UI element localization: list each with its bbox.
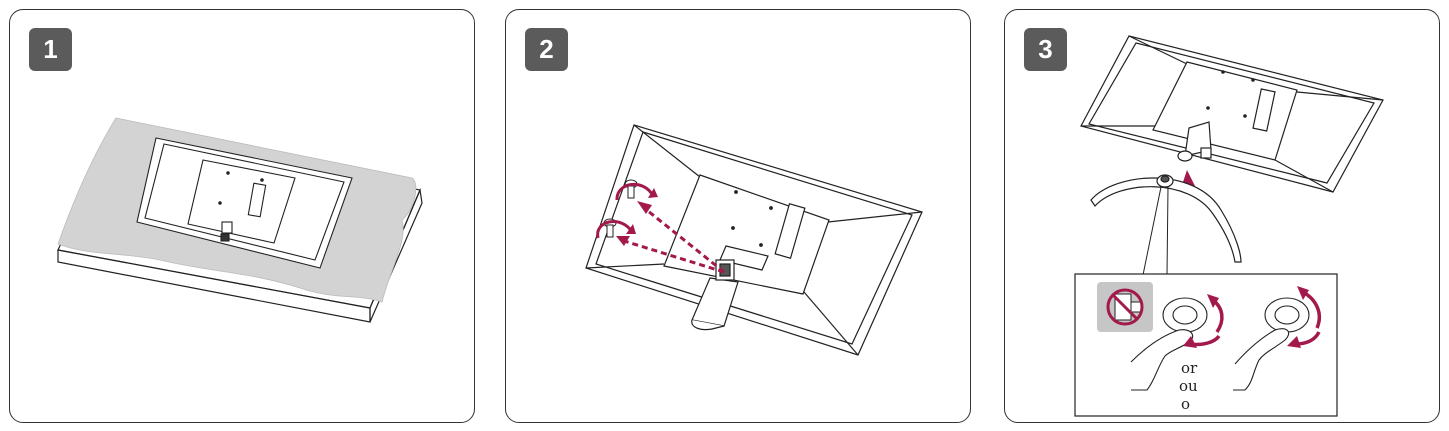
step-3-illustration (1074, 35, 1384, 417)
step-2-illustration (585, 124, 923, 356)
step-number-badge: 3 (1024, 28, 1067, 71)
hand-screw-detail-2 (1233, 297, 1310, 391)
callout-lines (1142, 186, 1169, 276)
or-label-it: o (1181, 395, 1191, 413)
monitor-back (585, 124, 923, 356)
or-label-en: or (1181, 359, 1198, 377)
step-number-badge: 2 (525, 28, 568, 71)
stand-body (1177, 121, 1212, 162)
step-1-panel: 1 (9, 9, 475, 423)
rotation-arrows (596, 182, 658, 239)
step-number-badge: 1 (29, 28, 72, 71)
step-2-panel: 2 (505, 9, 971, 423)
monitor-back (136, 137, 353, 269)
hand-screw-detail-1 (1130, 297, 1208, 391)
or-label-fr: ou (1179, 377, 1198, 395)
dashed-guides (620, 205, 725, 274)
step-1-illustration (57, 117, 423, 323)
prohibited-icon (1097, 282, 1153, 332)
stand-base (1090, 174, 1242, 263)
step-3-panel: 3 (1004, 9, 1440, 423)
monitor-back (1080, 35, 1384, 193)
